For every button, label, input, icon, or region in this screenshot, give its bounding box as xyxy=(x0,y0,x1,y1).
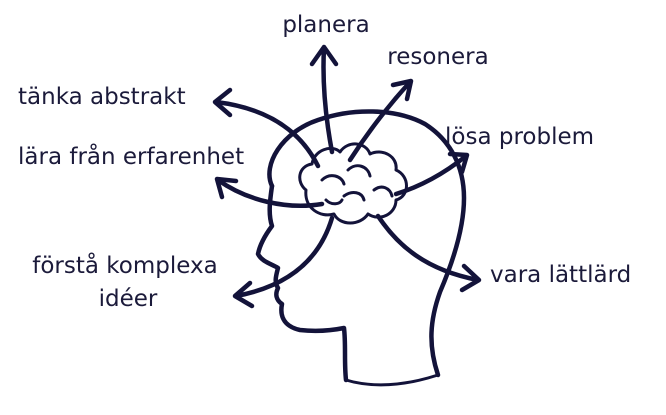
arrow-losa-problem xyxy=(393,151,470,197)
arrow-lara-fran-erfarenhet xyxy=(214,176,325,208)
label-forsta-komplexa-line2: idéer xyxy=(99,286,158,312)
label-tanka-abstrakt: tänka abstrakt xyxy=(18,84,186,110)
label-forsta-komplexa-line1: förstå komplexa xyxy=(32,251,217,279)
brain-icon xyxy=(298,142,408,225)
label-losa-problem: lösa problem xyxy=(445,124,594,150)
label-vara-lattlard: vara lättlärd xyxy=(490,262,631,288)
arrow-planera xyxy=(309,44,339,155)
arrow-resonera xyxy=(347,78,414,163)
arrow-vara-lattlard xyxy=(375,213,482,293)
label-resonera: resonera xyxy=(387,44,488,70)
head-silhouette-icon xyxy=(255,109,467,387)
label-planera: planera xyxy=(282,12,369,38)
label-lara-fran-erfarenhet: lära från erfarenhet xyxy=(18,142,244,170)
arrow-forsta-komplexa xyxy=(232,215,335,309)
arrow-tanka-abstrakt xyxy=(212,87,321,169)
